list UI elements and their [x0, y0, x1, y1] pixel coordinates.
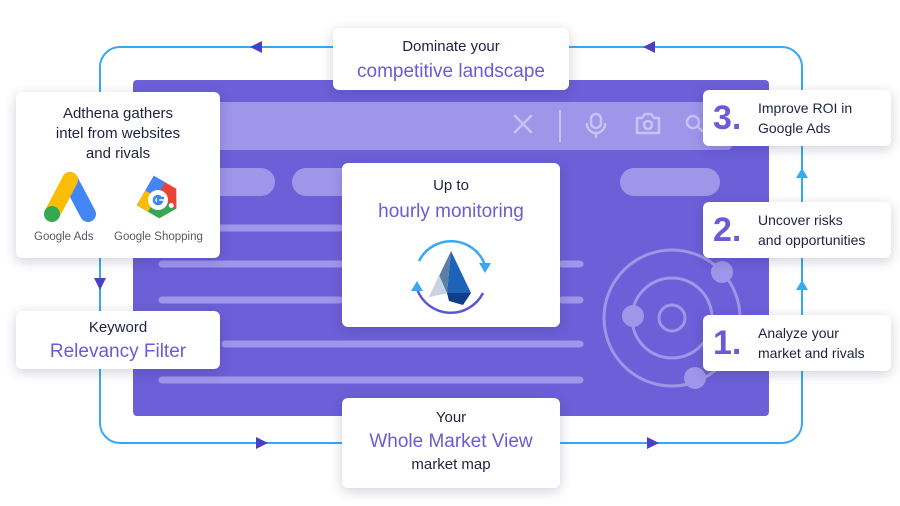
keyword-line1: Keyword	[88, 319, 148, 336]
market-view-card: Your Whole Market View market map	[342, 398, 560, 488]
flow-arrows	[94, 41, 659, 449]
google-shopping-label: Google Shopping	[114, 231, 203, 243]
step-2-line2: and opportunities	[758, 232, 866, 248]
arrow-left-icon	[250, 41, 262, 53]
step-1-line1: Analyze your	[758, 325, 839, 341]
step-1-card: 1. Analyze your market and rivals	[703, 315, 891, 371]
camera-icon[interactable]	[635, 112, 661, 135]
step-1-number: 1.	[713, 324, 742, 362]
monitoring-card: Up to hourly monitoring	[342, 163, 560, 327]
market-line3: market map	[411, 456, 491, 473]
search-icon[interactable]	[685, 114, 704, 133]
arrow-right-icon	[256, 437, 268, 449]
dominate-card: Dominate your competitive landscape	[333, 28, 569, 90]
monitoring-line2: hourly monitoring	[378, 201, 524, 222]
market-line2: Whole Market View	[369, 431, 533, 452]
arrow-up-icon	[796, 280, 808, 290]
step-3-number: 3.	[713, 99, 742, 137]
step-2-number: 2.	[713, 211, 742, 249]
microphone-icon[interactable]	[585, 112, 607, 139]
tab-pill[interactable]	[620, 168, 720, 196]
google-ads-label: Google Ads	[34, 231, 94, 243]
arrow-up-icon	[796, 168, 808, 178]
close-icon[interactable]	[513, 114, 533, 134]
gather-line3: and rivals	[85, 145, 151, 162]
target-dots	[622, 261, 733, 389]
step-2-card: 2. Uncover risks and opportunities	[703, 202, 891, 258]
google-ads-icon	[44, 172, 96, 222]
adthena-refresh-icon	[411, 239, 491, 315]
flow-arrows-up	[796, 168, 808, 290]
google-shopping-icon	[136, 175, 177, 219]
keyword-card: Keyword Relevancy Filter	[16, 311, 220, 369]
market-line1: Your	[435, 409, 467, 426]
search-bar[interactable]	[172, 102, 732, 150]
step-1-line2: market and rivals	[758, 345, 865, 361]
step-3-card: 3. Improve ROI in Google Ads	[703, 90, 891, 146]
dominate-line2: competitive landscape	[357, 61, 545, 82]
step-3-line1: Improve ROI in	[758, 100, 853, 116]
keyword-line2: Relevancy Filter	[49, 341, 187, 362]
step-2-line1: Uncover risks	[758, 212, 843, 228]
arrow-right-icon	[647, 437, 659, 449]
step-3-line2: Google Ads	[758, 120, 831, 136]
gather-line2: intel from websites	[55, 125, 181, 142]
gather-line1: Adthena gathers	[62, 105, 174, 122]
result-lines	[158, 224, 584, 384]
arrow-down-icon	[94, 278, 106, 290]
monitoring-line1: Up to	[433, 177, 469, 194]
arrow-left-icon	[643, 41, 655, 53]
gather-card: Adthena gathers intel from websites and …	[16, 92, 220, 258]
dominate-line1: Dominate your	[402, 38, 500, 55]
